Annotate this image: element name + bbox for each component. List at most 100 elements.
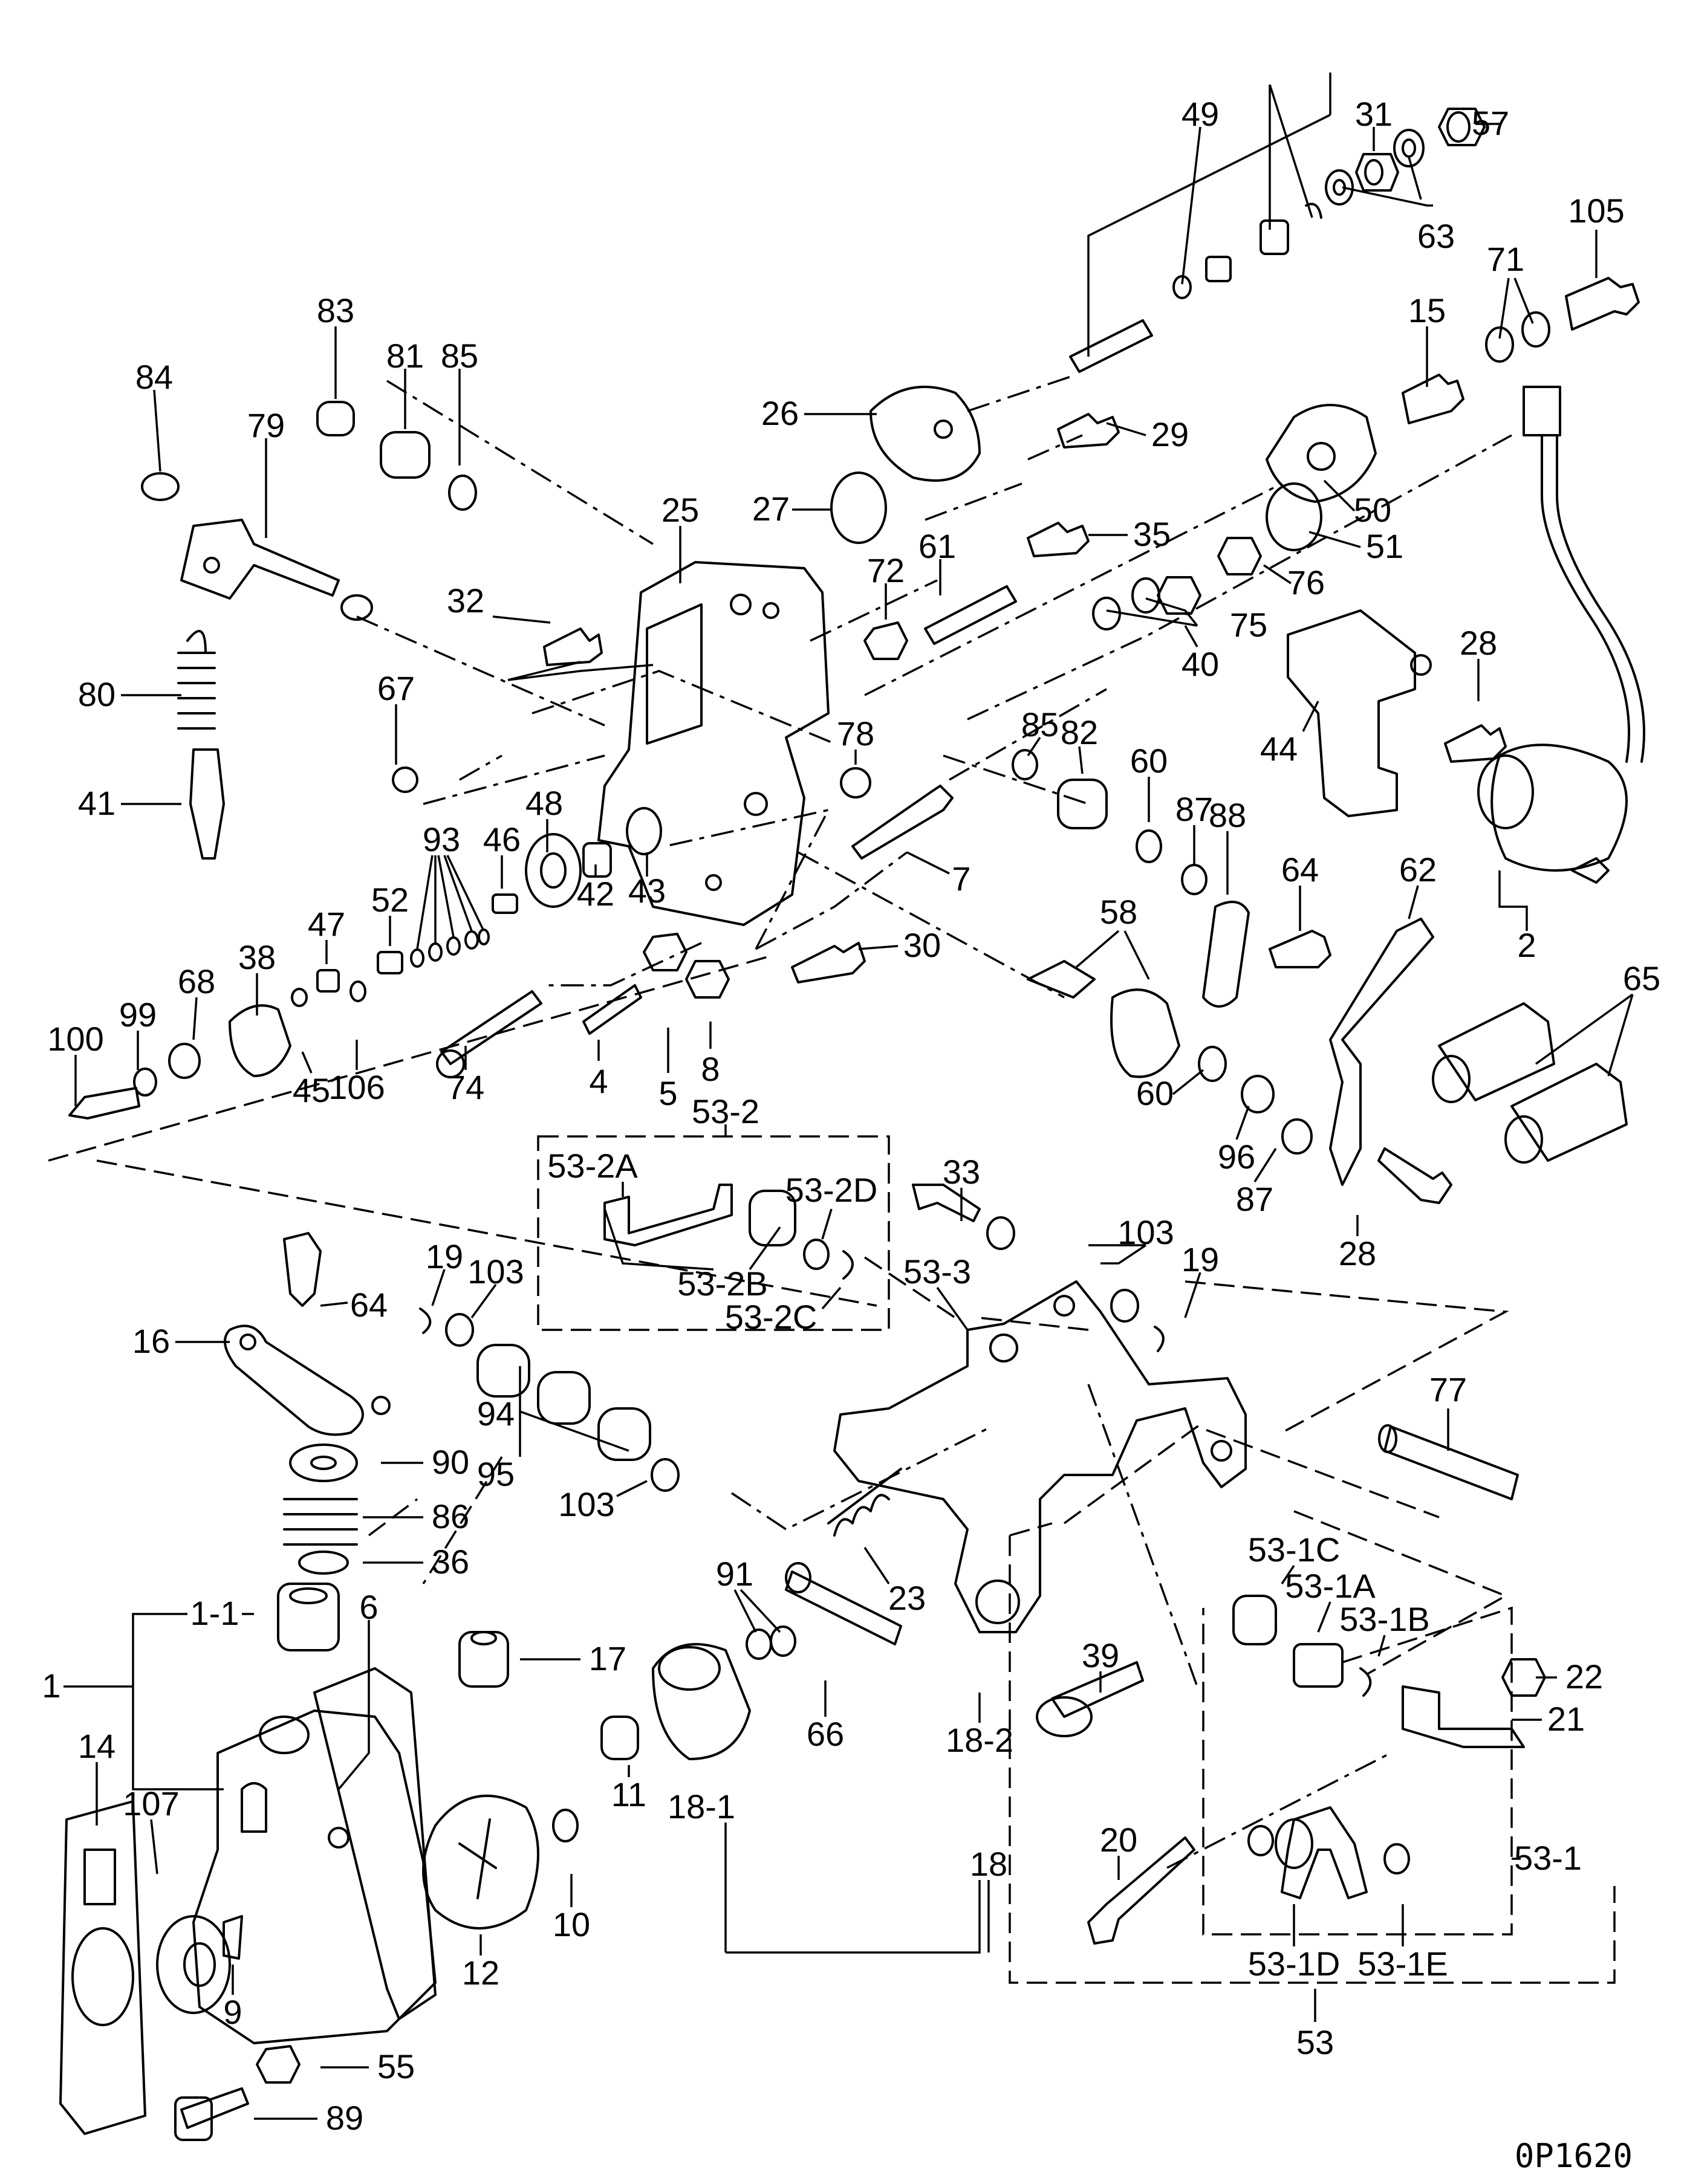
parts xyxy=(59,108,1645,2141)
part-14-plate xyxy=(59,1800,146,2135)
part-label-41: 41 xyxy=(78,784,115,822)
part-1-1-union xyxy=(277,1583,340,1651)
part-87-washer-b xyxy=(1281,1118,1313,1155)
part-label-30: 30 xyxy=(903,926,941,964)
part-label-86: 86 xyxy=(432,1497,469,1535)
part-74-screw xyxy=(436,990,542,1078)
part-85-oring-b xyxy=(1012,749,1038,780)
part-77-pin xyxy=(1378,1424,1519,1500)
part-67-plug xyxy=(392,766,418,793)
part-41-pin xyxy=(189,748,225,860)
part-label-48: 48 xyxy=(525,784,563,822)
part-53-2A-lever xyxy=(603,1184,733,1246)
part-label-18: 18 xyxy=(970,1845,1007,1883)
part-label-29: 29 xyxy=(1151,415,1189,453)
part-60-collar-b xyxy=(1198,1046,1227,1082)
part-29-bolt xyxy=(1057,413,1120,449)
part-45-spring xyxy=(291,988,308,1007)
part-label-53-1B: 53-1B xyxy=(1339,1600,1429,1638)
part-64-bolt xyxy=(1269,930,1331,968)
part-label-33: 33 xyxy=(943,1153,980,1191)
part-75-40 xyxy=(1092,576,1201,630)
part-96-washer xyxy=(1241,1075,1275,1113)
part-label-103: 103 xyxy=(467,1252,524,1291)
part-53-2B-collar xyxy=(749,1190,796,1246)
part-label-80: 80 xyxy=(78,675,115,713)
part-61-screw xyxy=(924,585,1017,645)
part-2-screw xyxy=(1571,857,1610,884)
part-26-cover xyxy=(870,386,981,482)
assembly-lines xyxy=(48,374,1512,1869)
part-label-53-2A: 53-2A xyxy=(547,1147,638,1185)
part-label-90: 90 xyxy=(432,1443,469,1481)
part-label-35: 35 xyxy=(1133,515,1171,553)
part-label-95: 95 xyxy=(477,1455,515,1493)
part-label-85: 85 xyxy=(441,337,478,375)
part-label-25: 25 xyxy=(661,491,699,529)
part-label-53-2B: 53-2B xyxy=(677,1265,767,1303)
part-label-74: 74 xyxy=(447,1068,484,1106)
part-label-71: 71 xyxy=(1487,240,1524,278)
part-16-plate xyxy=(224,1324,391,1436)
part-label-17: 17 xyxy=(589,1639,626,1677)
part-32-bolt xyxy=(543,627,603,666)
part-93-shims xyxy=(410,928,490,968)
part-53-1C-collar xyxy=(1232,1595,1277,1645)
part-44-bracket xyxy=(1287,609,1432,817)
part-35-bolt xyxy=(1027,522,1090,557)
part-85-oring xyxy=(448,475,477,511)
part-label-7: 7 xyxy=(952,860,970,898)
part-label-58: 58 xyxy=(1100,893,1137,931)
part-2-solenoid xyxy=(1477,386,1645,872)
box-53 xyxy=(1009,1535,1616,1984)
part-label-18-1: 18-1 xyxy=(668,1787,735,1826)
part-76-nut xyxy=(1217,537,1262,575)
part-43-bush xyxy=(626,807,662,855)
part-label-10: 10 xyxy=(553,1905,590,1943)
part-89-bolt xyxy=(174,2087,249,2141)
part-53-2D-washer xyxy=(803,1239,830,1270)
part-53-1D-lever xyxy=(1275,1806,1368,1899)
part-91-washers xyxy=(746,1625,796,1660)
part-84-clip xyxy=(141,472,180,501)
part-label-28: 28 xyxy=(1339,1234,1376,1272)
part-63-washer-b xyxy=(1325,169,1354,206)
part-label-60: 60 xyxy=(1136,1074,1174,1112)
part-label-6: 6 xyxy=(359,1588,378,1626)
part-label-11: 11 xyxy=(611,1775,646,1813)
part-label-100: 100 xyxy=(47,1020,103,1058)
subassembly-boxes xyxy=(537,1135,1616,1984)
part-label-94: 94 xyxy=(477,1395,515,1433)
part-label-12: 12 xyxy=(462,1954,499,1992)
part-label-53-1C: 53-1C xyxy=(1248,1531,1341,1569)
part-99-washer xyxy=(133,1068,157,1097)
part-label-9: 9 xyxy=(223,1993,242,2031)
part-62-lever xyxy=(1329,918,1434,1186)
part-label-44: 44 xyxy=(1260,730,1298,768)
part-label-4: 4 xyxy=(589,1062,608,1100)
part-48-bearing xyxy=(525,833,582,908)
part-46-spring xyxy=(492,893,518,914)
part-label-22: 22 xyxy=(1565,1657,1603,1696)
part-label-2: 2 xyxy=(1517,926,1536,964)
part-label-63: 63 xyxy=(1417,217,1455,255)
part-64-bolt-b xyxy=(283,1232,322,1307)
part-label-46: 46 xyxy=(483,820,521,858)
part-49-shaft xyxy=(1069,319,1153,373)
part-42-pin xyxy=(582,842,612,878)
part-label-19: 19 xyxy=(426,1237,463,1275)
part-81-sleeve xyxy=(380,431,431,479)
part-label-53-2C: 53-2C xyxy=(725,1298,817,1336)
part-label-43: 43 xyxy=(628,872,666,910)
part-label-64: 64 xyxy=(1281,851,1319,889)
part-label-105: 105 xyxy=(1568,192,1624,230)
part-79-shaft xyxy=(180,519,340,600)
part-label-72: 72 xyxy=(867,551,905,589)
part-label-82: 82 xyxy=(1061,713,1098,751)
part-label-27: 27 xyxy=(752,490,790,528)
part-label-67: 67 xyxy=(377,669,415,707)
part-106-washer xyxy=(349,980,366,1002)
part-18-1-sleeve xyxy=(652,1643,751,1760)
part-label-14: 14 xyxy=(78,1727,115,1765)
